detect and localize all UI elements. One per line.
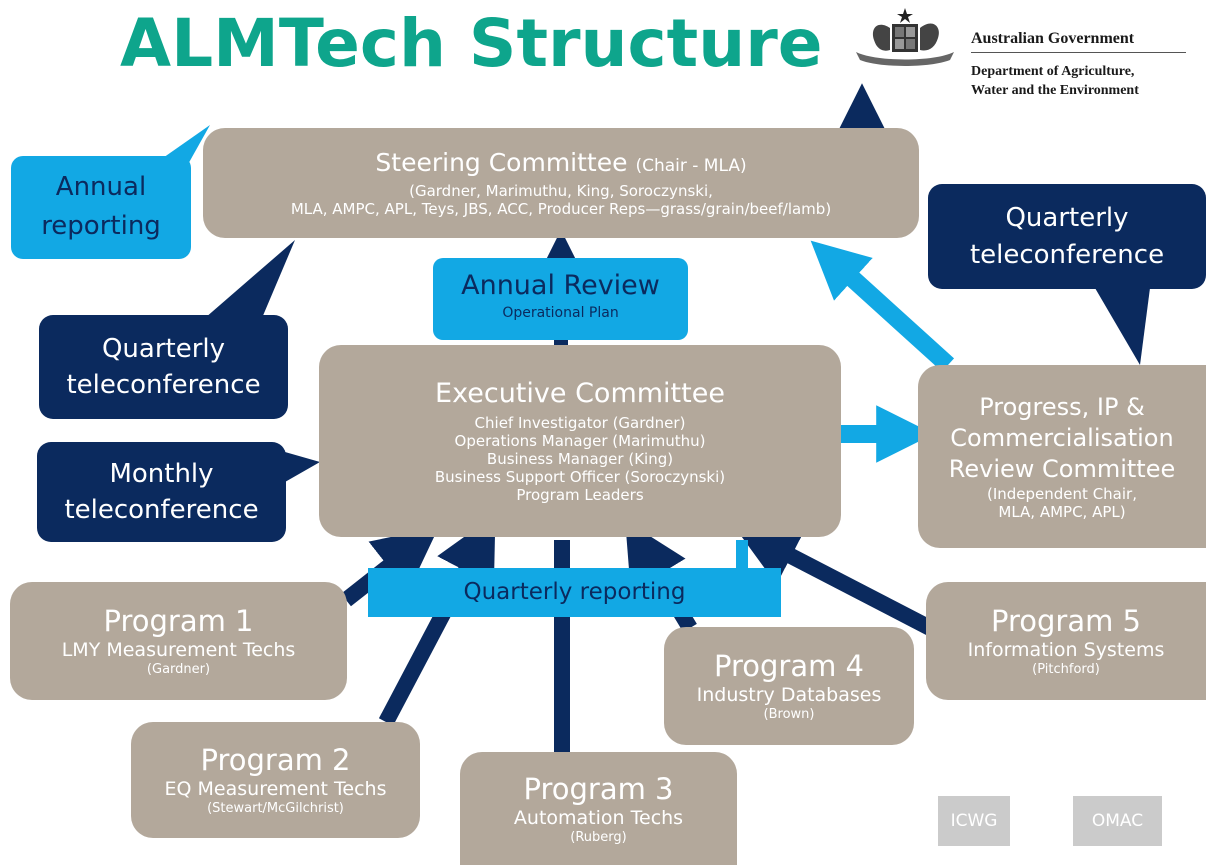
steering-committee-title: Steering Committee [375,148,628,177]
program-lead: (Stewart/McGilchrist) [207,801,344,816]
review-committee-box: Progress, IP & Commercialisation Review … [918,365,1206,548]
quarterly-teleconference-right-callout: Quarterly teleconference [928,184,1206,289]
review-committee-title-line: Progress, IP & [979,392,1145,421]
logo-divider [971,52,1186,53]
quarterly-reporting-label: Quarterly reporting [463,579,686,605]
review-committee-member: (Independent Chair, [987,485,1137,504]
executive-committee-box: Executive Committee Chief Investigator (… [319,345,841,537]
review-committee-member: MLA, AMPC, APL) [998,503,1126,522]
review-committee-title-line: Commercialisation [950,423,1174,452]
arrow-p5-to-exec [734,526,934,636]
program-lead: (Pitchford) [1032,662,1100,677]
annual-review-subtitle: Operational Plan [502,305,619,321]
omac-group: OMAC [1073,796,1162,846]
quarterly-teleconference-left-callout: Quarterly teleconference [39,315,288,419]
program-subtitle: Information Systems [967,639,1165,662]
program-title: Program 4 [713,649,865,684]
steering-committee-chair: (Chair - MLA) [635,156,747,176]
icwg-group: ICWG [938,796,1010,846]
callout-tail-quarterly-right [1095,288,1150,365]
program-subtitle: Industry Databases [696,684,882,707]
coat-of-arms-icon [856,8,954,66]
steering-members-line2: MLA, AMPC, APL, Teys, JBS, ACC, Producer… [290,200,832,218]
page-title: ALMTech Structure [120,5,823,82]
program-title: Program 2 [200,743,351,778]
executive-member: Operations Manager (Marimuthu) [454,432,706,451]
annual-review-box: Annual Review Operational Plan [433,258,688,340]
callout-tail-monthly [285,452,320,482]
executive-member: Business Manager (King) [486,450,674,469]
program-title: Program 5 [990,604,1142,639]
executive-committee-title: Executive Committee [435,377,725,409]
program-subtitle: EQ Measurement Techs [164,778,387,801]
program-lead: (Ruberg) [570,829,627,845]
department-name-line1: Department of Agriculture, [971,64,1135,79]
steering-members-line1: (Gardner, Marimuthu, King, Soroczynski, [409,182,713,200]
executive-member: Program Leaders [516,486,644,505]
program-title: Program 1 [103,604,254,639]
annual-reporting-callout: Annual reporting [11,156,191,259]
program-lead: (Brown) [763,707,815,722]
program-1-box: Program 1 LMY Measurement Techs (Gardner… [10,582,347,700]
executive-member: Chief Investigator (Gardner) [474,414,686,433]
steering-committee-box: Steering Committee (Chair - MLA) (Gardne… [203,128,919,238]
program-5-box: Program 5 Information Systems (Pitchford… [926,582,1206,700]
arrow-review-to-steering [810,240,955,372]
callout-tail-quarterly-left [205,240,295,318]
program-2-box: Program 2 EQ Measurement Techs (Stewart/… [131,722,420,838]
program-4-box: Program 4 Industry Databases (Brown) [664,627,914,745]
review-committee-title-line: Review Committee [948,455,1176,484]
program-lead: (Gardner) [146,662,211,677]
executive-member: Business Support Officer (Soroczynski) [434,468,726,487]
program-subtitle: LMY Measurement Techs [61,639,296,662]
program-3-box: Program 3 Automation Techs (Ruberg) [460,752,737,865]
quarterly-reporting-bar: Quarterly reporting [368,568,781,617]
program-title: Program 3 [523,771,674,806]
government-logo: Australian Government Department of Agri… [838,0,1206,105]
monthly-teleconference-callout: Monthly teleconference [37,442,286,542]
annual-review-title: Annual Review [461,270,660,301]
government-name: Australian Government [971,30,1135,47]
department-name-line2: Water and the Environment [971,83,1139,98]
program-subtitle: Automation Techs [513,806,684,829]
